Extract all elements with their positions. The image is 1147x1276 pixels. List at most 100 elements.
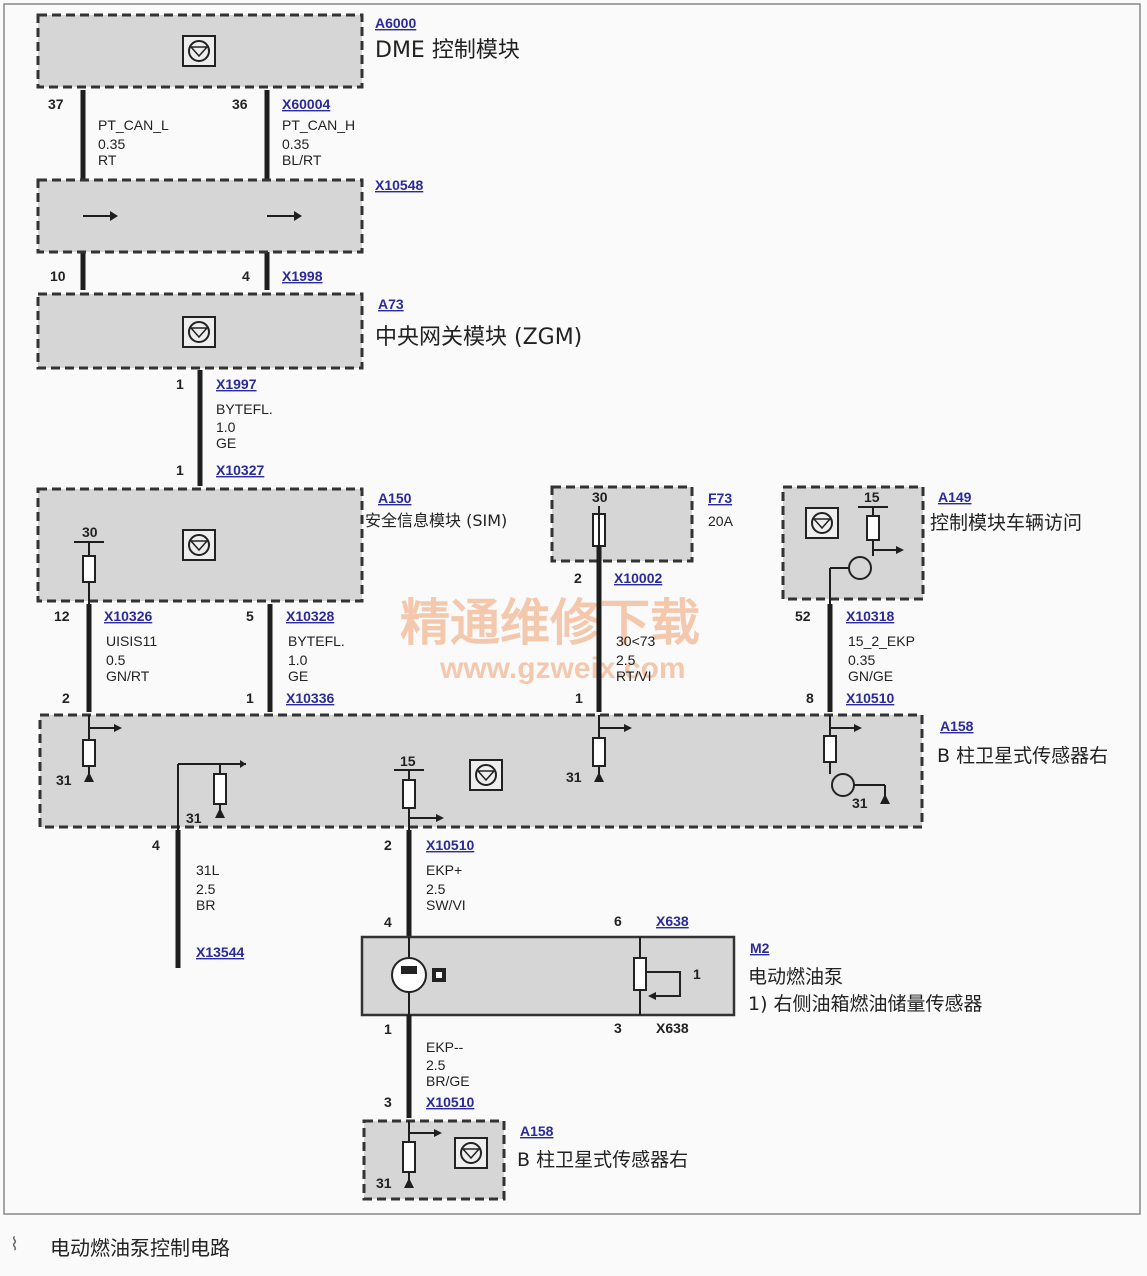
watermark-line1: 精通维修下载 [400, 594, 700, 652]
color-w2: BL/RT [282, 152, 322, 168]
pin-1b: 1 [176, 462, 184, 478]
conn-x10318: X10318 [846, 608, 894, 624]
name-a150: 安全信息模块 (SIM) [365, 511, 507, 530]
diagram-frame [3, 3, 1141, 1215]
ref-a158: A158 [940, 718, 974, 734]
f73-rating: 20A [708, 513, 734, 529]
splice-x10548 [36, 178, 364, 254]
signal-w7: 30<73 [616, 633, 656, 649]
conn-x10336: X10336 [286, 690, 334, 706]
ref-a6000: A6000 [375, 15, 416, 31]
ref-m2: M2 [750, 940, 770, 956]
size-w2: 0.35 [282, 136, 309, 152]
ref-f73: F73 [708, 490, 732, 506]
conn-x10510b: X10510 [426, 837, 474, 853]
pin-2c: 2 [384, 837, 392, 853]
pin-3: 3 [614, 1020, 622, 1036]
pin-3b: 3 [384, 1094, 392, 1110]
pin-36: 36 [232, 96, 248, 112]
name-a149: 控制模块车辆访问 [930, 512, 1082, 534]
size-w6: 1.0 [288, 652, 308, 668]
conn-x60004: X60004 [282, 96, 330, 112]
pin-52: 52 [795, 608, 811, 624]
motor-icon [391, 937, 446, 1015]
arrow-icon [83, 211, 302, 221]
ecu-icon [182, 316, 216, 348]
a158-gnd-2: 31 [186, 810, 202, 826]
pin-2b: 2 [574, 570, 582, 586]
transistor-icon [823, 715, 890, 804]
color-w8: GN/GE [848, 668, 893, 684]
conn-x10327: X10327 [216, 462, 264, 478]
conn-x638: X638 [656, 913, 689, 929]
signal-w9: 31L [196, 862, 220, 878]
level-sensor-icon [633, 937, 681, 1015]
size-w7: 2.5 [616, 652, 636, 668]
f73-pin-30: 30 [592, 489, 608, 505]
pin-8: 8 [806, 690, 814, 706]
fuse-f73 [550, 485, 694, 563]
ref-x10548: X10548 [375, 177, 423, 193]
pin-2: 2 [62, 690, 70, 706]
color-w4: GE [216, 435, 236, 451]
a158-gnd-4: 31 [852, 795, 868, 811]
pin-1e: 1 [384, 1021, 392, 1037]
color-w9: BR [196, 897, 215, 913]
figure-caption: 电动燃油泵控制电路 [50, 1236, 230, 1260]
a158-gnd-3: 31 [566, 769, 582, 785]
name-m2: 电动燃油泵 [748, 966, 843, 988]
color-w5: GN/RT [106, 668, 150, 684]
pin-4: 4 [242, 268, 250, 284]
ref-a150: A150 [378, 490, 412, 506]
ecu-icon [454, 1137, 488, 1169]
ref-a73: A73 [378, 296, 404, 312]
module-a149 [781, 485, 925, 601]
signal-w6: BYTEFL. [288, 633, 345, 649]
transistor-icon [829, 506, 904, 604]
conn-x1997: X1997 [216, 376, 257, 392]
conn-x10328: X10328 [286, 608, 334, 624]
color-w10: SW/VI [426, 897, 466, 913]
signal-w8: 15_2_EKP [848, 633, 915, 649]
note-m2: 1) 右侧油箱燃油储量传感器 [748, 993, 983, 1015]
caption-marker: ⌇ [10, 1234, 19, 1255]
name-a158b: B 柱卫星式传感器右 [517, 1149, 688, 1171]
conn-x10510: X10510 [846, 690, 894, 706]
pin-4b: 4 [152, 837, 160, 853]
m2-marker: 1 [693, 966, 701, 982]
pin-6: 6 [614, 913, 622, 929]
size-w5: 0.5 [106, 652, 126, 668]
ref-a149: A149 [938, 489, 972, 505]
conn-x10326: X10326 [104, 608, 152, 624]
signal-w5: UISIS11 [106, 633, 157, 649]
a149-pin-15: 15 [864, 489, 880, 505]
conn-x10510c: X10510 [426, 1094, 474, 1110]
color-w7: RT/VI [616, 668, 652, 684]
ecu-icon [469, 759, 503, 791]
name-a158: B 柱卫星式传感器右 [937, 745, 1108, 767]
pin-1: 1 [176, 376, 184, 392]
size-w4: 1.0 [216, 419, 236, 435]
signal-w4: BYTEFL. [216, 401, 273, 417]
ref-a158b: A158 [520, 1123, 554, 1139]
conn-x638b: X638 [656, 1020, 689, 1036]
module-a73 [36, 292, 364, 370]
a158-supply-15: 15 [400, 753, 416, 769]
conn-x10002: X10002 [614, 570, 662, 586]
resistor-icon [394, 769, 444, 830]
ecu-icon [182, 529, 216, 561]
a158b-gnd: 31 [376, 1175, 392, 1191]
size-w9: 2.5 [196, 881, 216, 897]
pin-12: 12 [54, 608, 70, 624]
size-w1: 0.35 [98, 136, 125, 152]
size-w11: 2.5 [426, 1057, 446, 1073]
size-w10: 2.5 [426, 881, 446, 897]
a150-pin-30: 30 [82, 524, 98, 540]
ecu-icon [805, 507, 839, 539]
resistor-icon [592, 715, 632, 782]
resistor-icon [177, 760, 246, 840]
a158-gnd-1: 31 [56, 772, 72, 788]
resistor-icon [82, 715, 122, 782]
color-w6: GE [288, 668, 308, 684]
